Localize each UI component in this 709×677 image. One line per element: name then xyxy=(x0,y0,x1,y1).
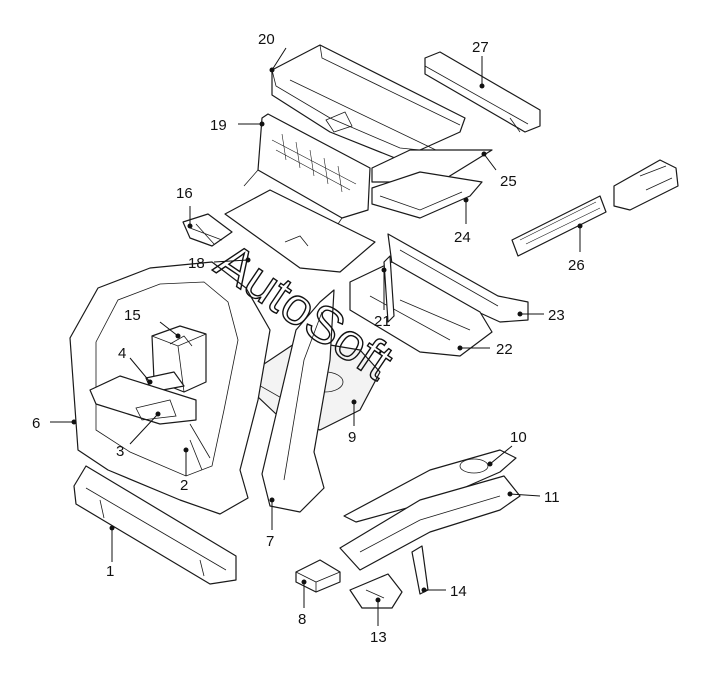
part-rear-side-member-lower xyxy=(339,475,521,571)
callout-14: 14 xyxy=(450,583,467,600)
callout-3: 3 xyxy=(116,443,124,460)
part-hook-bracket xyxy=(411,545,429,595)
callout-21: 21 xyxy=(374,313,391,330)
callout-2: 2 xyxy=(180,477,188,494)
part-rear-pillar xyxy=(261,289,335,513)
callout-20: 20 xyxy=(258,31,275,48)
part-luggage-cover xyxy=(271,44,466,161)
callout-11: 11 xyxy=(544,489,560,506)
callout-1: 1 xyxy=(106,563,114,580)
callout-26: 26 xyxy=(568,257,585,274)
part-rear-cross-member xyxy=(73,465,237,585)
callout-6: 6 xyxy=(32,415,40,432)
callout-25: 25 xyxy=(500,173,517,190)
part-pin xyxy=(383,255,395,323)
part-boot-board xyxy=(224,189,376,273)
part-tray xyxy=(89,375,197,425)
callout-9: 9 xyxy=(348,429,356,446)
callout-27: 27 xyxy=(472,39,489,56)
callout-23: 23 xyxy=(548,307,565,324)
callout-10: 10 xyxy=(510,429,527,446)
part-upper-trim-strip xyxy=(424,51,541,133)
part-floor-panel-tray xyxy=(371,171,483,219)
part-rear-side-member-upper xyxy=(343,449,517,523)
callout-7: 7 xyxy=(266,533,274,550)
callout-15: 15 xyxy=(124,307,141,324)
callout-4: 4 xyxy=(118,345,126,362)
callout-13: 13 xyxy=(370,629,387,646)
callout-8: 8 xyxy=(298,611,306,628)
part-small-block xyxy=(295,559,341,593)
callout-24: 24 xyxy=(454,229,471,246)
callout-16: 16 xyxy=(176,185,193,202)
callout-18: 18 xyxy=(188,255,205,272)
callout-19: 19 xyxy=(210,117,227,134)
part-side-rail xyxy=(511,159,679,257)
callout-22: 22 xyxy=(496,341,513,358)
part-bracket-plate xyxy=(349,573,403,609)
part-small-bracket xyxy=(182,213,233,247)
part-floor-panel-upper xyxy=(371,149,493,183)
callout-labels: 1 2 3 4 6 7 8 9 10 11 13 14 15 16 18 19 … xyxy=(32,31,585,646)
leader-lines xyxy=(50,47,583,626)
